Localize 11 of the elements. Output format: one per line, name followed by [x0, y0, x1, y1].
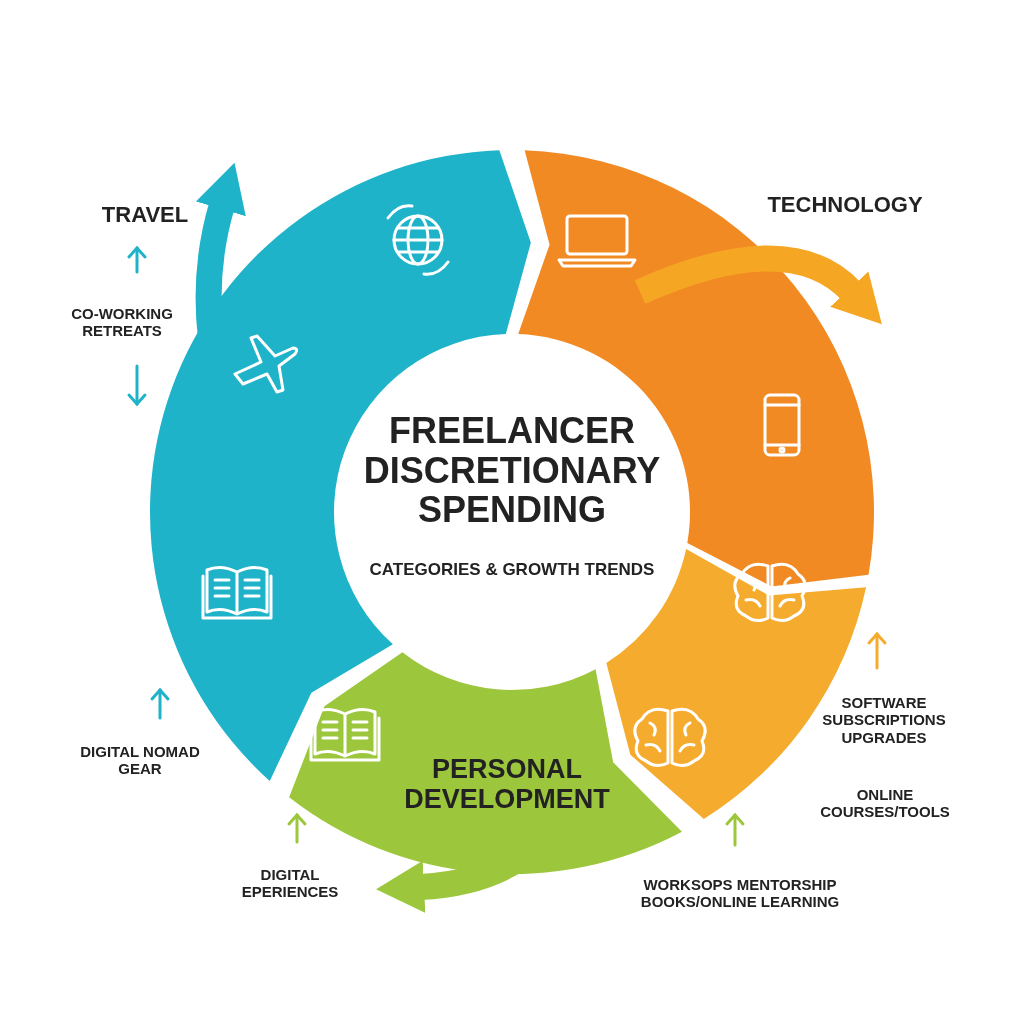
note-text: CO-WORKING RETREATS — [70, 304, 174, 340]
category-label: TRAVEL — [100, 202, 190, 228]
note-text: DIGITAL EPERIENCES — [240, 865, 340, 901]
title: FREELANCER DISCRETIONARY SPENDING — [362, 410, 662, 530]
note-text: DIGITAL NOMAD GEAR — [79, 742, 201, 778]
subtitle: CATEGORIES & GROWTH TRENDS — [368, 560, 656, 580]
note-text: ONLINE COURSES/TOOLS — [820, 785, 950, 821]
note-text: WORKSOPS MENTORSHIP BOOKS/ONLINE LEARNING — [640, 875, 840, 911]
note-text: SOFTWARE SUBSCRIPTIONS UPGRADES — [821, 694, 947, 746]
category-label: TECHNOLOGY — [766, 192, 924, 218]
segment-label: PERSONAL DEVELOPMENT — [403, 753, 611, 816]
